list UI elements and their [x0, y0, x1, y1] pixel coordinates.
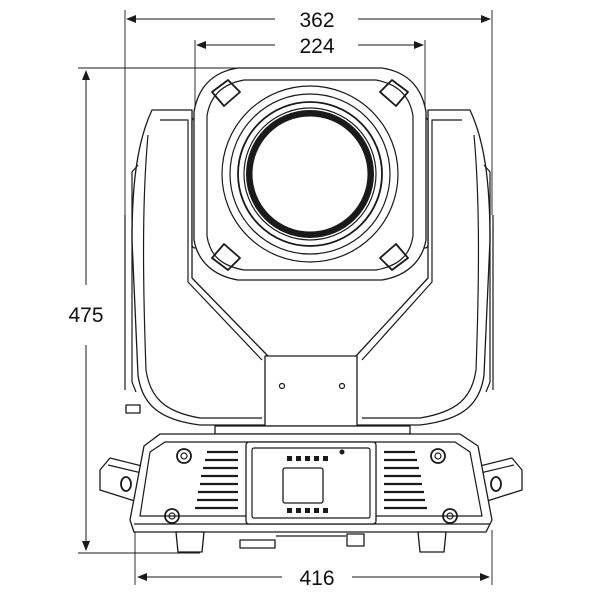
- dimension-height: 475: [68, 67, 305, 554]
- screw-icon: [338, 382, 346, 390]
- base-feet: [175, 531, 447, 553]
- indicator-led-icon: [339, 449, 345, 455]
- dimension-base-width: 416: [134, 530, 493, 590]
- front-lens: [251, 115, 369, 233]
- panel-button-icon: [314, 508, 319, 513]
- right-vent-grille: [384, 450, 427, 510]
- screw-icon: [278, 382, 286, 390]
- dimension-label-head-width: 224: [299, 35, 334, 58]
- panel-button-icon: [305, 508, 310, 513]
- yoke-center-plate: [264, 355, 358, 427]
- yoke-right-arm: [355, 109, 494, 426]
- panel-button-icon: [296, 456, 301, 461]
- panel-button-icon: [296, 508, 301, 513]
- yoke-left-arm: [124, 109, 269, 426]
- display-screen: [282, 467, 324, 504]
- panel-buttons-top: [287, 449, 345, 461]
- left-vent-grille: [195, 450, 238, 510]
- panel-button-icon: [323, 508, 328, 513]
- panel-button-icon: [323, 456, 328, 461]
- dimension-overall-width: 362: [124, 9, 493, 215]
- panel-buttons-bottom: [287, 508, 328, 513]
- panel-button-icon: [305, 456, 310, 461]
- panel-button-icon: [287, 456, 292, 461]
- control-panel: [245, 441, 377, 525]
- screw-icon: [442, 508, 458, 524]
- head-housing: [191, 67, 429, 281]
- panel-button-icon: [287, 508, 292, 513]
- panel-button-icon: [314, 456, 319, 461]
- screw-icon: [176, 448, 192, 464]
- dimension-label-height: 475: [68, 304, 103, 327]
- screw-icon: [430, 448, 446, 464]
- base-unit: [99, 425, 523, 553]
- screw-icon: [164, 508, 180, 524]
- dimension-head-width: 224: [194, 35, 426, 110]
- dimension-label-overall-width: 362: [299, 9, 334, 32]
- dimension-label-base-width: 416: [299, 567, 334, 590]
